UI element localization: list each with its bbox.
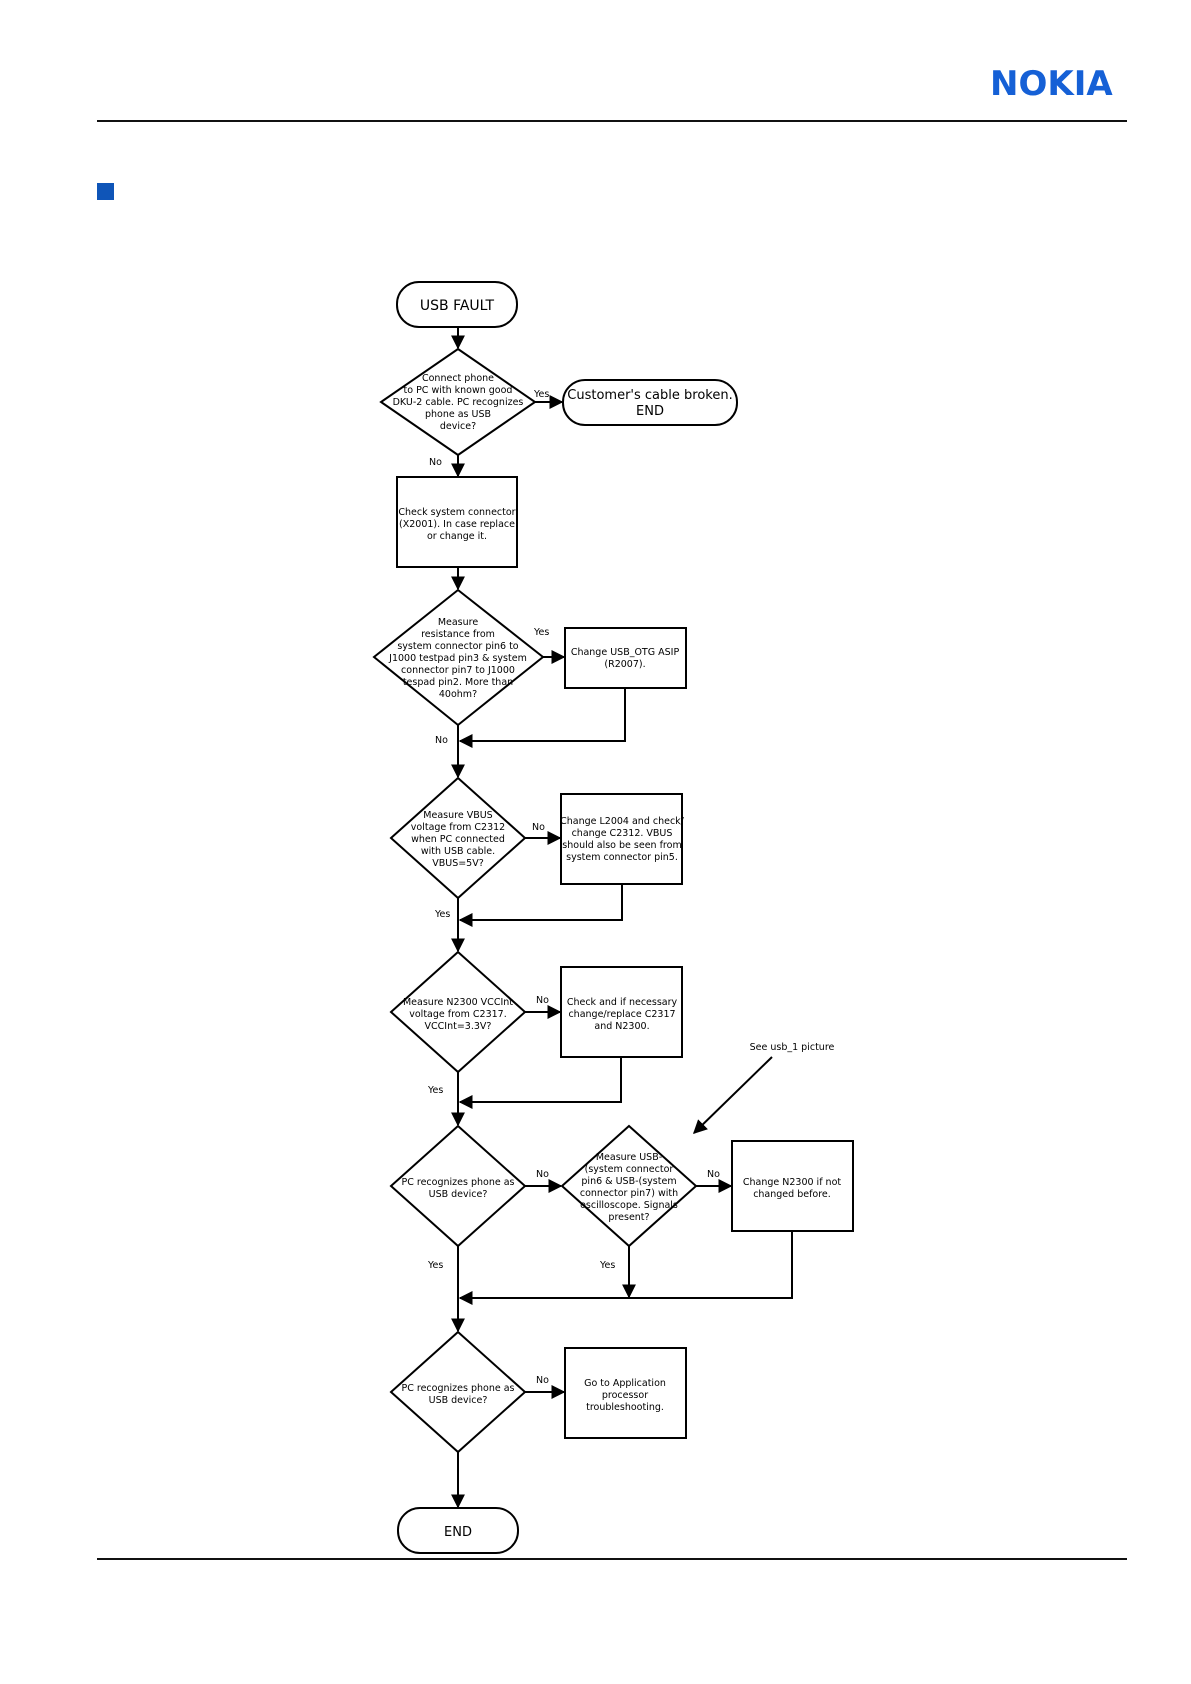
see-usb-note: See usb_1 picture bbox=[750, 1042, 835, 1053]
q1-line: phone as USB bbox=[425, 409, 491, 420]
q7-line: USB device? bbox=[429, 1395, 488, 1406]
q6-line: connector pin7) with bbox=[580, 1188, 678, 1199]
change-asip-line: (R2007). bbox=[604, 659, 645, 670]
q6-line: present? bbox=[608, 1212, 649, 1223]
q3-line: with USB cable. bbox=[421, 846, 495, 857]
check-c2317-line: change/replace C2317 bbox=[568, 1009, 675, 1020]
q4-line: voltage from C2317. bbox=[409, 1009, 506, 1020]
label-q3-yes: Yes bbox=[434, 909, 450, 920]
q1-line: device? bbox=[440, 421, 476, 432]
q7-line: PC recognizes phone as bbox=[402, 1383, 515, 1394]
cable-end-line: END bbox=[636, 404, 664, 419]
footer-rule bbox=[97, 1558, 1127, 1560]
q6-line: oscilloscope. Signals bbox=[580, 1200, 678, 1211]
q4-line: VCCInt=3.3V? bbox=[425, 1021, 492, 1032]
nokia-logo: NOKIA bbox=[990, 64, 1113, 104]
change-l2004-box bbox=[560, 793, 683, 885]
change-asip-line: Change USB_OTG ASIP bbox=[571, 647, 680, 658]
label-q2-yes: Yes bbox=[533, 627, 549, 638]
label-q1-no: No bbox=[429, 457, 442, 468]
label-q6-no: No bbox=[707, 1169, 720, 1180]
section-marker bbox=[97, 183, 114, 200]
q2-line: system connector pin6 to bbox=[397, 641, 518, 652]
check-connector-line: or change it. bbox=[427, 531, 487, 542]
arrow-asip-return bbox=[458, 688, 626, 748]
arrow-l2004-return bbox=[458, 884, 623, 927]
check-connector-line: Check system connector bbox=[398, 507, 515, 518]
q2-line: Measure bbox=[438, 617, 479, 628]
change-l2004-line: change C2312. VBUS bbox=[572, 828, 673, 839]
label-q7-no: No bbox=[536, 1375, 549, 1386]
q6-line: pin6 & USB-(system bbox=[581, 1176, 676, 1187]
label-q6-yes: Yes bbox=[599, 1260, 615, 1271]
q5-line: USB device? bbox=[429, 1189, 488, 1200]
label-q1-yes: Yes bbox=[533, 389, 549, 400]
goto-app-line: processor bbox=[602, 1390, 648, 1401]
q3-line: when PC connected bbox=[411, 834, 505, 845]
change-n2300-line: changed before. bbox=[753, 1189, 831, 1200]
label-q5-no: No bbox=[536, 1169, 549, 1180]
change-l2004-line: should also be seen from bbox=[562, 840, 681, 851]
check-connector-line: (X2001). In case replace bbox=[399, 519, 515, 530]
goto-app-line: Go to Application bbox=[584, 1378, 666, 1389]
header-rule bbox=[97, 120, 1127, 122]
q6-line: Measure USB- bbox=[596, 1152, 662, 1163]
q1-line: Connect phone bbox=[422, 373, 494, 384]
q2-line: 40ohm? bbox=[439, 689, 477, 700]
q2-line: tespad pin2. More than bbox=[403, 677, 513, 688]
q2-line: connector pin7 to J1000 bbox=[401, 665, 515, 676]
q1-line: to PC with known good bbox=[404, 385, 513, 396]
arrow-n2300-return bbox=[458, 1231, 793, 1305]
q2-line: resistance from bbox=[421, 629, 495, 640]
label-q4-no: No bbox=[536, 995, 549, 1006]
label-q3-no: No bbox=[532, 822, 545, 833]
label-q2-no: No bbox=[435, 735, 448, 746]
check-c2317-line: Check and if necessary bbox=[567, 997, 678, 1008]
q2-line: J1000 testpad pin3 & system bbox=[388, 653, 527, 664]
q3-line: VBUS=5V? bbox=[432, 858, 484, 869]
arrow-c2317-return bbox=[458, 1057, 622, 1109]
check-c2317-line: and N2300. bbox=[594, 1021, 649, 1032]
start-label: USB FAULT bbox=[420, 298, 495, 314]
change-l2004-line: system connector pin5. bbox=[566, 852, 678, 863]
q6-line: (system connector bbox=[585, 1164, 674, 1175]
label-q5-yes: Yes bbox=[427, 1260, 443, 1271]
goto-app-line: troubleshooting. bbox=[586, 1402, 664, 1413]
change-asip-box bbox=[564, 627, 687, 689]
q3-line: voltage from C2312 bbox=[411, 822, 505, 833]
arrow-see-note bbox=[692, 1056, 773, 1134]
q5-line: PC recognizes phone as bbox=[402, 1177, 515, 1188]
q3-line: Measure VBUS bbox=[423, 810, 492, 821]
q4-line: Measure N2300 VCCInt bbox=[403, 997, 513, 1008]
change-n2300-line: Change N2300 if not bbox=[743, 1177, 842, 1188]
label-q4-yes: Yes bbox=[427, 1085, 443, 1096]
change-l2004-line: Change L2004 and check/ bbox=[560, 816, 685, 827]
q1-line: DKU-2 cable. PC recognizes bbox=[393, 397, 524, 408]
end-label: END bbox=[444, 1525, 472, 1540]
cable-end-line: Customer's cable broken. bbox=[567, 388, 732, 403]
